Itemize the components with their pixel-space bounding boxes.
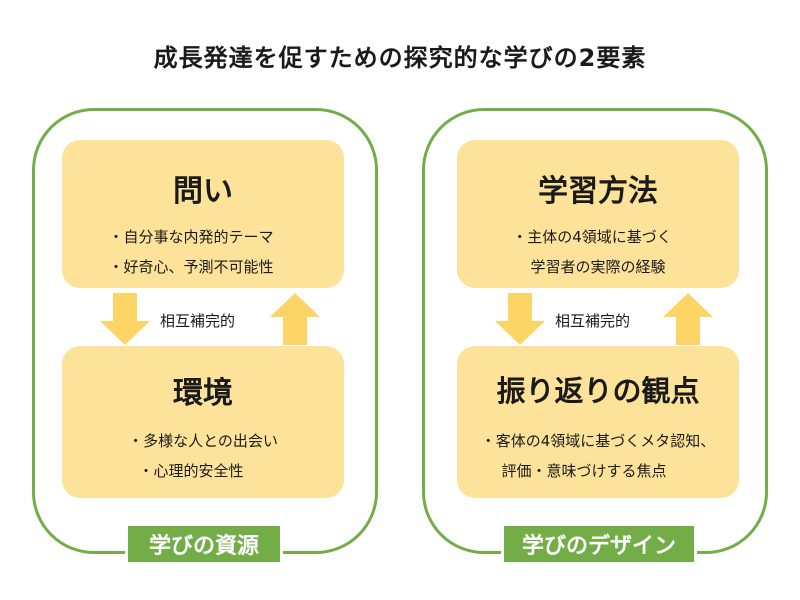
learning-method-box: 学習方法 ・主体の4領域に基づく 学習者の実際の経験 <box>457 140 739 288</box>
environment-bullet-1: ・多様な人との出会い <box>128 432 278 450</box>
arrow-up-icon <box>270 293 320 345</box>
learning-method-title: 学習方法 <box>538 174 658 209</box>
arrow-down-icon <box>100 293 150 345</box>
complementary-label-left: 相互補完的 <box>160 312 236 330</box>
arrow-down-icon <box>495 293 545 345</box>
reflection-bullet-1: ・客体の4領域に基づくメタ認知、 <box>480 432 716 450</box>
question-box: 問い ・自分事な内発的テーマ ・好奇心、予測不可能性 <box>62 140 344 288</box>
diagram-title: 成長発達を促すための探究的な学びの2要素 <box>153 44 647 72</box>
complementary-label-right: 相互補完的 <box>555 312 631 330</box>
question-title: 問い <box>173 174 233 209</box>
environment-box: 環境 ・多様な人との出会い ・心理的安全性 <box>62 346 344 498</box>
learning-method-bullet-2: 学習者の実際の経験 <box>530 258 666 276</box>
reflection-bullet-2: 評価・意味づけする焦点 <box>501 462 667 480</box>
learning-design-label: 学びのデザイン <box>501 523 697 565</box>
question-bullet-2: ・好奇心、予測不可能性 <box>108 258 274 276</box>
reflection-box: 振り返りの観点 ・客体の4領域に基づくメタ認知、 評価・意味づけする焦点 <box>457 346 739 498</box>
learning-method-bullet-1: ・主体の4領域に基づく <box>512 228 672 246</box>
question-bullet-1: ・自分事な内発的テーマ <box>108 228 274 246</box>
environment-bullet-2: ・心理的安全性 <box>138 462 244 480</box>
arrow-up-icon <box>663 293 713 345</box>
learning-resources-label: 学びの資源 <box>125 523 283 565</box>
environment-title: 環境 <box>173 376 233 411</box>
reflection-title: 振り返りの観点 <box>496 374 700 408</box>
